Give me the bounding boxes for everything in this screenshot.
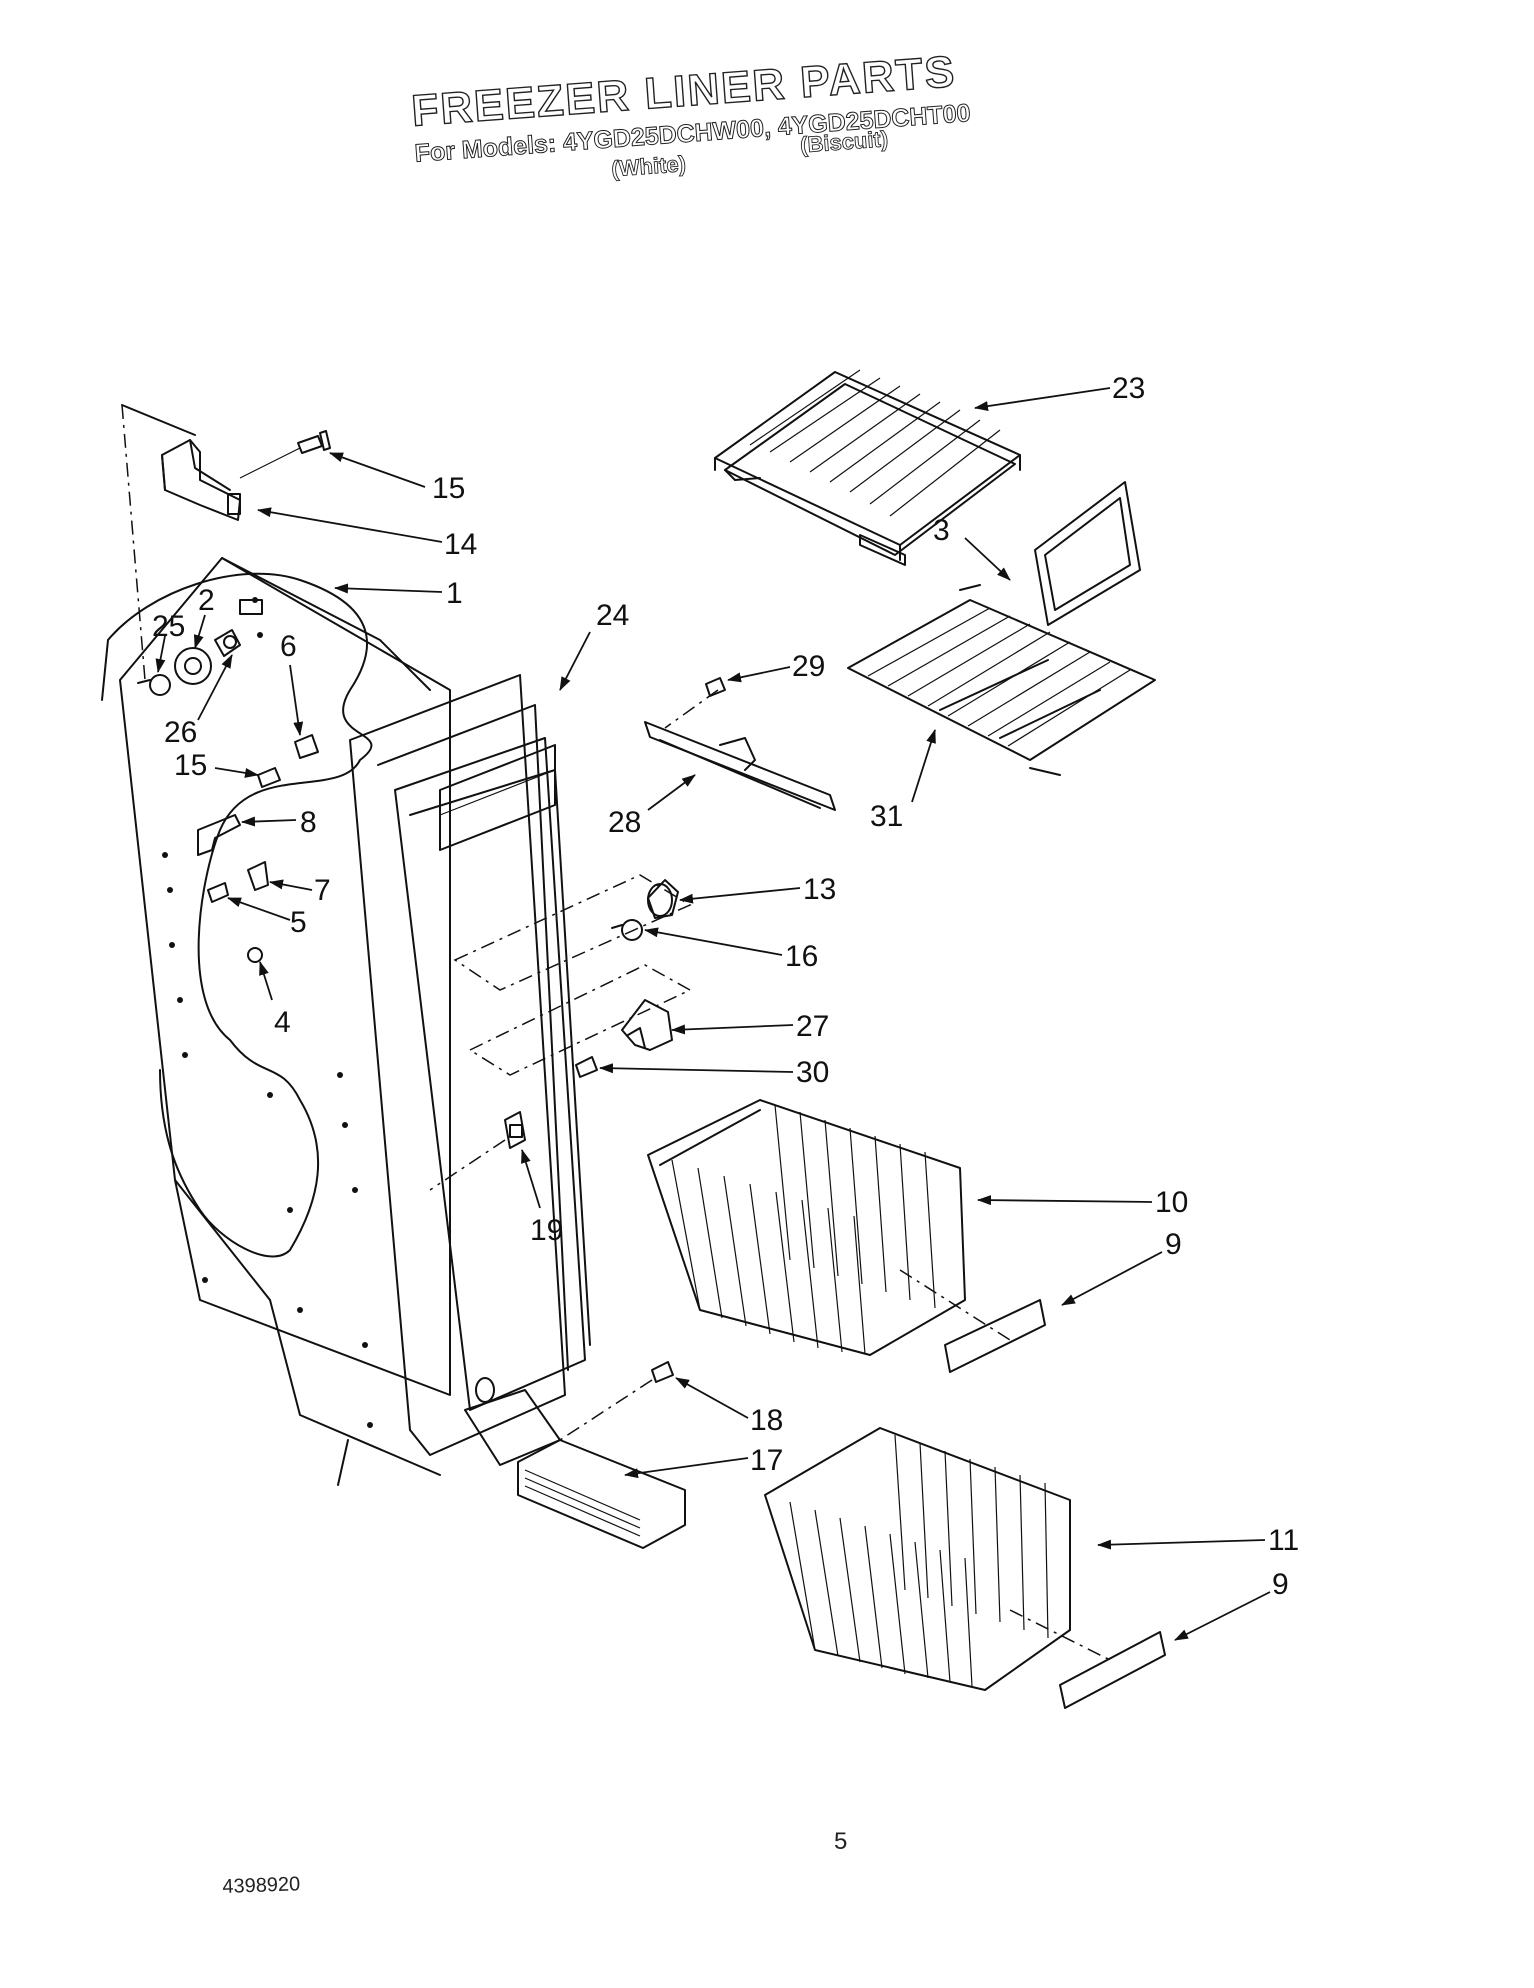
light-bulb <box>137 674 171 696</box>
harness-grommet <box>247 947 263 963</box>
top-shelf <box>714 369 1021 566</box>
thermostat-control <box>214 629 241 657</box>
upper-bracket <box>161 439 241 521</box>
callout-9-lower: 9 <box>1272 1568 1289 1601</box>
callout-28: 28 <box>608 806 641 839</box>
side-screw <box>257 767 281 788</box>
document-number: 4398920 <box>222 1873 301 1898</box>
callout-1: 1 <box>446 577 463 610</box>
upper-basket <box>647 1099 1011 1356</box>
callout-6: 6 <box>280 630 297 663</box>
harness-screw <box>207 882 229 903</box>
leader-lines <box>155 387 1271 1641</box>
callout-13: 13 <box>803 873 836 906</box>
callout-14: 14 <box>444 528 477 561</box>
callout-7: 7 <box>314 874 331 907</box>
light-socket <box>174 647 212 685</box>
callout-11: 11 <box>1268 1524 1299 1557</box>
grille-screw <box>559 1361 674 1441</box>
wire-shelf <box>847 584 1156 776</box>
light-dash-lines <box>453 874 692 1076</box>
callout-30: 30 <box>796 1056 829 1089</box>
callout-2: 2 <box>198 584 215 617</box>
callout-5: 5 <box>290 906 307 939</box>
callout-31: 31 <box>870 800 903 833</box>
bracket-screw <box>239 430 331 479</box>
light-housing <box>621 999 673 1051</box>
page-number: 5 <box>834 1828 848 1855</box>
light-lens <box>647 879 679 919</box>
callout-18: 18 <box>750 1404 783 1437</box>
callout-9-upper: 9 <box>1165 1228 1182 1261</box>
mounting-plate <box>197 814 241 856</box>
callout-29: 29 <box>792 650 825 683</box>
lower-basket <box>764 1427 1111 1691</box>
callout-19: 19 <box>530 1214 563 1247</box>
shelf-front-trim <box>1034 481 1141 626</box>
callout-16: 16 <box>785 940 818 973</box>
callout-10: 10 <box>1155 1186 1188 1219</box>
light-bulb-16 <box>611 919 643 941</box>
callout-labels: 23 15 14 1 3 2 25 24 6 29 26 15 8 28 31 … <box>152 372 1299 1601</box>
callout-4: 4 <box>274 1006 291 1039</box>
callout-15-lower: 15 <box>174 749 207 782</box>
bottom-grille <box>517 1439 686 1549</box>
callout-3: 3 <box>933 514 950 547</box>
basket-trim-lower <box>1059 1631 1166 1709</box>
callout-23: 23 <box>1112 372 1145 405</box>
basket-trim-upper <box>944 1299 1046 1373</box>
callout-17: 17 <box>750 1444 783 1477</box>
wire-clip <box>294 734 319 759</box>
callout-24: 24 <box>596 599 629 632</box>
callout-25: 25 <box>152 610 185 643</box>
housing-screw <box>575 1056 598 1078</box>
callout-26: 26 <box>164 716 197 749</box>
callout-8: 8 <box>300 806 317 839</box>
bracket-screw-29 <box>705 677 726 697</box>
freezer-liner <box>101 404 591 1486</box>
callout-15-upper: 15 <box>432 472 465 505</box>
harness-clamp <box>247 861 269 891</box>
callout-27: 27 <box>796 1010 829 1043</box>
door-switch <box>429 1111 526 1191</box>
